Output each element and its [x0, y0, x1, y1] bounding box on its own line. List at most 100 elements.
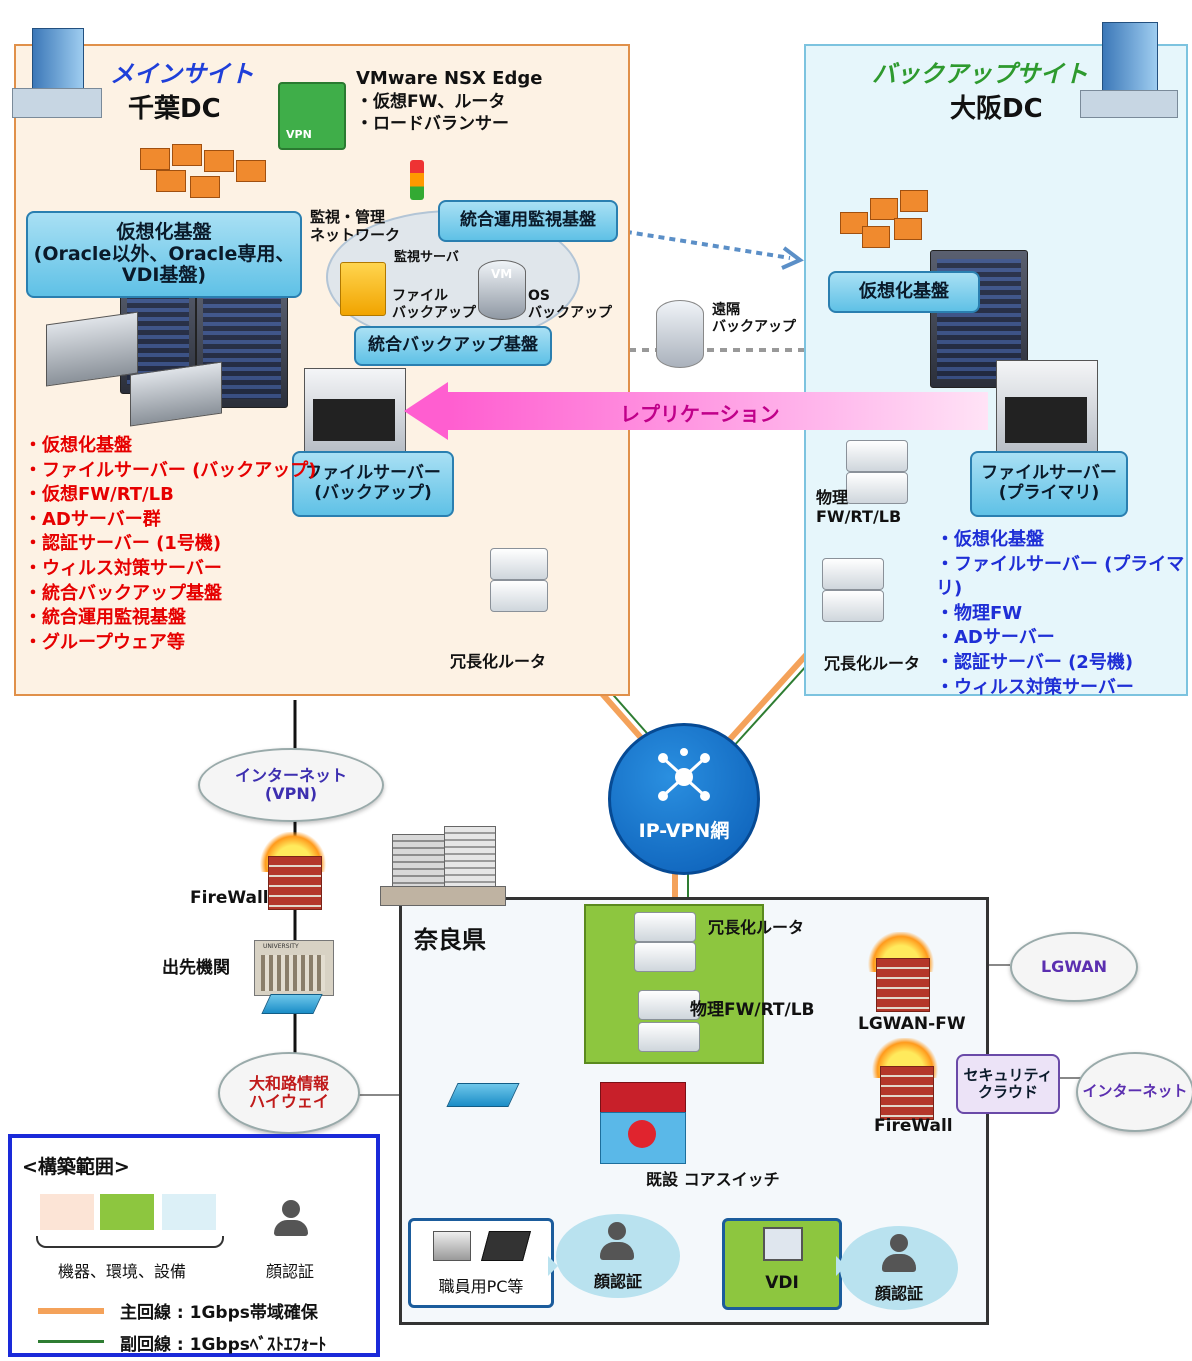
legend-swatch	[40, 1194, 94, 1230]
file-server-icon	[304, 368, 406, 452]
legend-main-line-swatch	[38, 1308, 104, 1314]
monitor-server-label: 監視サーバ	[394, 250, 459, 265]
person-icon	[608, 1222, 626, 1240]
file-server-primary-box: ファイルサーバー (プライマリ)	[970, 451, 1128, 517]
main-component-item: ・統合バックアップ基盤	[24, 582, 222, 604]
main-redundant-router-label: 冗長化ルータ	[450, 652, 547, 671]
ip-vpn-label: IP-VPN網	[638, 820, 730, 842]
legend-title: <構築範囲>	[22, 1156, 130, 1178]
backup-dc-name: 大阪DC	[950, 94, 1043, 124]
main-component-item: ・仮想化基盤	[24, 435, 132, 456]
integrated-monitoring-box: 統合運用監視基盤	[438, 200, 618, 242]
backup-redundant-router-label: 冗長化ルータ	[824, 654, 921, 673]
firewall-icon	[260, 832, 326, 910]
vdi-box: VDI	[722, 1218, 842, 1310]
vm-label: VM	[491, 267, 513, 281]
backup-component-item: ・ADサーバー	[936, 627, 1055, 649]
building-icon	[12, 18, 102, 118]
laptop-icon	[480, 1231, 532, 1261]
nsx-item-1: ・仮想FW、ルータ	[356, 92, 506, 112]
router-icon	[638, 990, 700, 1020]
legend-equipment-label: 機器、環境、設備	[58, 1262, 187, 1281]
backup-component-item: ・ウィルス対策サーバー	[936, 676, 1134, 698]
backup-site-label: バックアップサイト	[872, 60, 1088, 88]
router-icon	[490, 580, 548, 612]
file-server-icon	[996, 360, 1098, 454]
nara-title: 奈良県	[414, 926, 486, 954]
main-site-label: メインサイト	[110, 60, 254, 88]
legend-swatch	[162, 1194, 216, 1230]
branch-office-label: 出先機関	[162, 958, 230, 978]
callout-pointer	[548, 1256, 558, 1276]
firewall-right-label: FireWall	[874, 1116, 953, 1136]
main-component-item: ・グループウェア等	[24, 631, 185, 653]
building-icon	[1080, 14, 1180, 118]
integrated-backup-box: 統合バックアップ基盤	[354, 326, 552, 366]
legend-swatch	[100, 1194, 154, 1230]
main-component-item: ・ADサーバー群	[24, 508, 161, 530]
vdi-label: VDI	[765, 1273, 799, 1293]
backup-components-list: ・仮想化基盤 ・ファイルサーバー (プライマリ) ・物理FW ・ADサーバー ・…	[936, 528, 1192, 700]
vpn-icon-label: VPN	[286, 128, 312, 141]
person-icon	[882, 1254, 916, 1272]
office-building-icon	[380, 826, 506, 906]
main-component-item: ・ファイルサーバー (バックアップ)	[24, 459, 317, 481]
internet-vpn-cloud: インターネット (VPN)	[198, 748, 384, 822]
router-icon	[822, 558, 884, 590]
core-switch-icon	[600, 1082, 686, 1164]
firewall-left-label: FireWall	[190, 888, 269, 908]
router-icon	[634, 942, 696, 972]
core-switch-label: 既設 コアスイッチ	[646, 1170, 780, 1189]
remote-backup-label: 遠隔 バックアップ	[712, 302, 796, 335]
virtualization-platform-box: 仮想化基盤 (Oracle以外、Oracle専用、 VDI基盤)	[26, 211, 302, 298]
main-component-item: ・ウィルス対策サーバー	[24, 557, 222, 579]
desktop-icon	[763, 1227, 803, 1261]
legend-sub-line-swatch	[38, 1340, 104, 1343]
university-building-icon: UNIVERSITY	[254, 940, 334, 996]
backup-component-item: ・仮想化基盤	[936, 529, 1044, 550]
main-components-list: ・仮想化基盤 ・ファイルサーバー (バックアップ) ・仮想FW/RT/LB ・A…	[24, 434, 317, 655]
replication-arrow	[404, 382, 988, 440]
main-component-item: ・統合運用監視基盤	[24, 607, 186, 629]
ip-vpn-network-icon: IP-VPN網	[608, 723, 760, 875]
lgwan-fw-label: LGWAN-FW	[858, 1014, 966, 1034]
network-hub-icon	[658, 748, 710, 801]
person-icon	[600, 1242, 634, 1260]
nara-physical-fw-label: 物理FW/RT/LB	[690, 1000, 815, 1020]
replication-label: レプリケーション	[620, 402, 780, 426]
person-icon	[890, 1234, 908, 1252]
main-component-item: ・認証サーバー (1号機)	[24, 533, 222, 555]
firewall-icon	[868, 932, 934, 1012]
vm-cluster-icon	[140, 140, 280, 210]
face-auth-bubble: 顔認証	[840, 1226, 958, 1310]
file-server-backup-box: ファイルサーバー (バックアップ)	[292, 451, 454, 517]
backup-virtualization-box: 仮想化基盤	[828, 271, 980, 313]
security-cloud-box: セキュリティ クラウド	[956, 1054, 1060, 1114]
person-icon	[282, 1200, 300, 1218]
person-icon	[274, 1220, 308, 1236]
router-icon	[490, 548, 548, 580]
nsx-title: VMware NSX Edge	[356, 68, 543, 89]
yamato-highway-cloud: 大和路情報 ハイウェイ	[218, 1052, 360, 1134]
face-auth-bubble: 顔認証	[556, 1214, 680, 1298]
legend-brace	[36, 1236, 224, 1248]
router-icon	[846, 440, 908, 472]
staff-pc-label: 職員用PC等	[438, 1277, 524, 1296]
router-icon	[638, 1022, 700, 1052]
nara-redundant-router-label: 冗長化ルータ	[708, 918, 805, 937]
remote-backup-disk-icon	[656, 300, 704, 368]
os-backup-label: OS バックアップ	[528, 288, 612, 321]
folder-icon	[340, 262, 386, 316]
alert-light-icon	[410, 160, 424, 200]
nsx-item-2: ・ロードバランサー	[356, 114, 509, 134]
backup-component-item: ・認証サーバー (2号機)	[936, 651, 1134, 673]
staff-pc-box: 職員用PC等	[408, 1218, 554, 1308]
printer-icon	[433, 1231, 471, 1261]
face-auth-label: 顔認証	[593, 1272, 642, 1291]
router-icon	[846, 472, 908, 504]
monitoring-network-label: 監視・管理 ネットワーク	[310, 208, 401, 244]
backup-physical-fw-label: 物理 FW/RT/LB	[816, 488, 902, 527]
legend-main-line-label: 主回線 : 1Gbps帯域確保	[120, 1303, 318, 1323]
legend-face-auth-label: 顔認証	[266, 1262, 315, 1281]
main-dc-name: 千葉DC	[128, 94, 221, 124]
